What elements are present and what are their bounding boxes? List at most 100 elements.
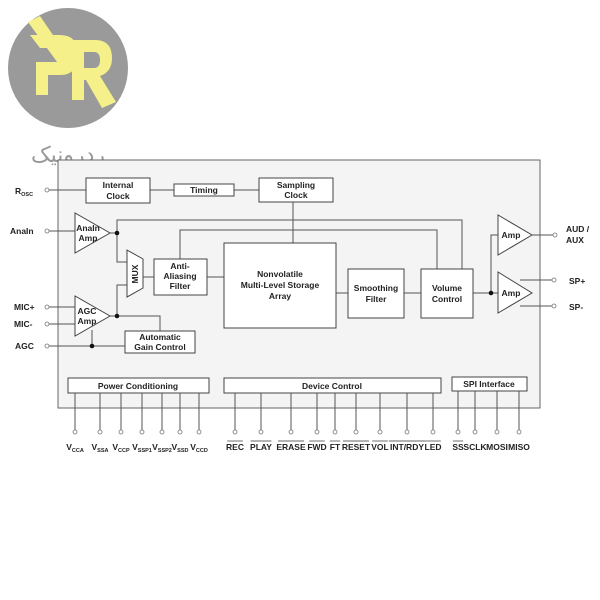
pin-label: VSSD: [172, 442, 189, 454]
junction-dot: [114, 230, 120, 236]
pin-mic-minus: MIC-: [14, 319, 50, 329]
anain-amp: AnaIn Amp: [74, 212, 112, 254]
pin-label: ERASE: [276, 442, 306, 452]
pin-device-led: LED: [425, 393, 442, 452]
svg-text:SPI Interface: SPI Interface: [463, 379, 515, 389]
svg-text:ROSC: ROSC: [15, 186, 33, 198]
pin-power-4: VSSP2: [152, 393, 172, 454]
pin-device-play: PLAY: [250, 393, 272, 452]
smoothing-filter: Smoothing Filter: [347, 268, 405, 319]
junction-dot: [89, 343, 95, 349]
pin-label: VSSP2: [152, 442, 172, 454]
pin-power-3: VSSP1: [132, 393, 152, 454]
pin-label: MOSI: [486, 442, 508, 452]
pin-label: VSSA: [92, 442, 109, 454]
pin-label: SS: [452, 442, 464, 452]
pin-label: VOL: [371, 442, 388, 452]
svg-text:Nonvolatile: Nonvolatile: [257, 269, 303, 279]
internal-clock-block: Internal Clock: [85, 177, 151, 204]
svg-text:Volume: Volume: [432, 283, 462, 293]
pin-label: FT: [330, 442, 341, 452]
automatic-gain-control: Automatic Gain Control: [124, 330, 196, 354]
pin-label: RESET: [342, 442, 371, 452]
pin-power-2: VCCP: [112, 393, 130, 454]
amp-bottom: Amp: [497, 271, 533, 314]
pin-label: VCCD: [190, 442, 208, 454]
pin-device-reset: RESET: [342, 393, 371, 452]
logo-letter-right: [72, 40, 116, 108]
pin-label: VSSP1: [132, 442, 152, 454]
pin-device-int-rdy: INT/RDY: [388, 393, 426, 452]
pin-power-5: VSSD: [172, 393, 189, 454]
svg-text:MUX: MUX: [130, 264, 140, 283]
pin-label: LED: [425, 442, 442, 452]
svg-text:Amp: Amp: [502, 230, 521, 240]
pin-label: REC: [226, 442, 244, 452]
timing-block: Timing: [173, 183, 235, 197]
logo-stroke: [28, 16, 70, 66]
pin-label: MISO: [508, 442, 530, 452]
svg-text:SP+: SP+: [569, 276, 585, 286]
svg-text:Amp: Amp: [79, 233, 98, 243]
svg-text:Amp: Amp: [78, 316, 97, 326]
pin-spi-ss: SS: [452, 391, 464, 452]
svg-text:Timing: Timing: [190, 185, 218, 195]
pin-label: VCCA: [66, 442, 84, 454]
pin-rosc: ROSC: [15, 186, 50, 198]
pin-sp-plus: SP+: [551, 276, 585, 286]
svg-text:Internal: Internal: [103, 180, 134, 190]
svg-text:Clock: Clock: [284, 190, 307, 200]
svg-text:Smoothing: Smoothing: [354, 283, 398, 293]
svg-text:Device Control: Device Control: [302, 381, 362, 391]
storage-array: Nonvolatile Multi-Level Storage Array: [223, 242, 337, 329]
logo: ردرونیک: [8, 8, 128, 168]
svg-text:Clock: Clock: [106, 191, 129, 201]
wires: [47, 189, 555, 347]
svg-text:Sampling: Sampling: [277, 180, 315, 190]
svg-text:SP-: SP-: [569, 302, 583, 312]
pin-power-6: VCCD: [190, 393, 208, 454]
svg-text:Power Conditioning: Power Conditioning: [98, 381, 178, 391]
svg-text:AGC: AGC: [78, 306, 97, 316]
svg-text:AUX: AUX: [566, 235, 584, 245]
svg-text:AGC: AGC: [15, 341, 34, 351]
pin-sp-minus: SP-: [551, 302, 583, 312]
pin-spi-sclk: SCLK: [463, 391, 487, 452]
logo-letter-left: [30, 35, 78, 95]
pin-aud-aux: AUD /AUX: [552, 224, 590, 245]
pin-device-fwd: FWD: [307, 393, 327, 452]
pin-label: INT/RDY: [390, 442, 424, 452]
pin-mic-plus: MIC+: [14, 302, 50, 312]
pin-anain: AnaIn: [10, 226, 50, 236]
pin-device-rec: REC: [226, 393, 244, 452]
junction-dot: [488, 290, 494, 296]
svg-text:AnaIn: AnaIn: [10, 226, 34, 236]
svg-text:AUD /: AUD /: [566, 224, 590, 234]
pin-spi-miso: MISO: [508, 391, 530, 452]
svg-text:Amp: Amp: [502, 288, 521, 298]
agc-amp: AGC Amp: [74, 295, 112, 337]
amp-top: Amp: [497, 214, 533, 256]
junction-dot: [114, 313, 120, 319]
pin-label: VCCP: [112, 442, 130, 454]
svg-text:AnaIn: AnaIn: [76, 223, 100, 233]
pin-device-vol: VOL: [371, 393, 389, 452]
anti-aliasing-filter: Anti- Aliasing Filter: [153, 258, 208, 296]
svg-text:Anti-: Anti-: [170, 261, 190, 271]
pin-device-ft: FT: [329, 393, 341, 452]
svg-text:Filter: Filter: [366, 294, 387, 304]
svg-text:Filter: Filter: [170, 281, 191, 291]
svg-text:Automatic: Automatic: [139, 332, 181, 342]
spi-interface-block: SPI Interface: [451, 376, 528, 392]
pin-agc: AGC: [15, 341, 50, 351]
svg-text:Multi-Level Storage: Multi-Level Storage: [241, 280, 320, 290]
svg-text:MIC+: MIC+: [14, 302, 35, 312]
svg-text:Control: Control: [432, 294, 462, 304]
pin-power-0: VCCA: [66, 393, 84, 454]
pin-device-erase: ERASE: [276, 393, 306, 452]
pin-spi-mosi: MOSI: [486, 391, 508, 452]
pin-label: SCLK: [463, 442, 487, 452]
pin-label: FWD: [307, 442, 326, 452]
